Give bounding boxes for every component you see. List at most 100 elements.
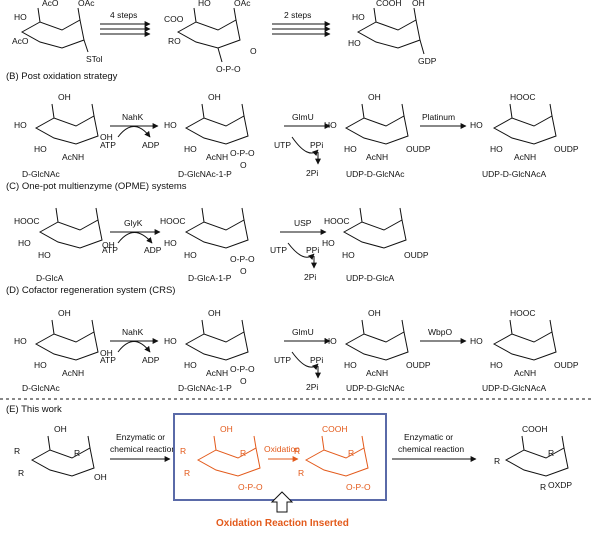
insert-up-arrow xyxy=(270,491,294,513)
svg-text:HOOC: HOOC xyxy=(14,216,40,226)
svg-text:OH: OH xyxy=(208,308,221,318)
svg-text:OUDP: OUDP xyxy=(406,360,431,370)
svg-text:OUDP: OUDP xyxy=(554,360,579,370)
svg-text:O-P-O: O-P-O xyxy=(230,254,255,264)
svg-text:R: R xyxy=(74,448,80,458)
enzyme-glmu-b: GlmU xyxy=(292,112,314,122)
svg-text:R: R xyxy=(348,448,354,458)
left-arrow-line1: Enzymatic or xyxy=(116,432,165,442)
ppi-d: PPi xyxy=(310,355,323,365)
svg-text:OAc: OAc xyxy=(78,0,95,8)
utp-b: UTP xyxy=(274,140,291,150)
enzyme-nahk-d: NahK xyxy=(122,327,144,337)
svg-text:COOH: COOH xyxy=(322,424,348,434)
left-arrow-line2: chemical reaction xyxy=(110,444,176,454)
svg-text:COOH: COOH xyxy=(522,424,548,434)
svg-text:OUDP: OUDP xyxy=(554,144,579,154)
mannuronate-phosphate-structure: COO RO HO OAc O-P-O O xyxy=(164,0,257,74)
ppi-b: PPi xyxy=(310,140,323,150)
svg-text:HO: HO xyxy=(34,360,47,370)
pi-c: 2Pi xyxy=(304,272,316,282)
svg-text:AcNH: AcNH xyxy=(206,368,228,378)
svg-text:OH: OH xyxy=(208,92,221,102)
svg-text:AcO: AcO xyxy=(42,0,59,8)
svg-text:O: O xyxy=(250,46,257,56)
svg-text:HO: HO xyxy=(184,360,197,370)
oxidation-box xyxy=(173,413,387,501)
atp-c: ATP xyxy=(102,245,118,255)
row-a: HO AcO AcO OAc STol 4 steps COO RO HO OA… xyxy=(12,0,437,74)
name-b-1: D-GlcNAc xyxy=(22,169,61,179)
right-arrow-line2: chemical reaction xyxy=(398,444,464,454)
name-c-2: D-GlcA-1-P xyxy=(188,273,232,283)
svg-text:AcNH: AcNH xyxy=(366,368,388,378)
svg-text:HO: HO xyxy=(38,250,51,260)
svg-text:O-P-O: O-P-O xyxy=(230,148,255,158)
section-d-title: (D) Cofactor regeneration system (CRS) xyxy=(6,285,175,296)
svg-text:OH: OH xyxy=(100,348,113,358)
svg-text:OH: OH xyxy=(100,132,113,142)
svg-text:R: R xyxy=(180,446,186,456)
svg-text:HO: HO xyxy=(344,360,357,370)
svg-text:R: R xyxy=(494,456,500,466)
svg-text:HO: HO xyxy=(14,120,27,130)
name-b-3: UDP-D-GlcNAc xyxy=(346,169,405,179)
svg-text:HO: HO xyxy=(14,12,27,22)
svg-text:OH: OH xyxy=(58,92,71,102)
name-c-1: D-GlcA xyxy=(36,273,64,283)
svg-text:HO: HO xyxy=(164,336,177,346)
utp-c: UTP xyxy=(270,245,287,255)
svg-text:HO: HO xyxy=(184,250,197,260)
svg-text:O-P-O: O-P-O xyxy=(230,364,255,374)
gdp-label: GDP xyxy=(418,56,437,66)
svg-text:HO: HO xyxy=(490,360,503,370)
row-e: R R OH R OH Enzymatic or chemical reaction… xyxy=(14,413,572,529)
svg-text:R: R xyxy=(298,468,304,478)
svg-text:R: R xyxy=(18,468,24,478)
svg-text:HO: HO xyxy=(348,38,361,48)
svg-text:HO: HO xyxy=(344,144,357,154)
svg-text:HO: HO xyxy=(342,250,355,260)
svg-text:OH: OH xyxy=(54,424,67,434)
svg-text:HO: HO xyxy=(322,238,335,248)
svg-text:OH: OH xyxy=(412,0,425,8)
svg-text:R: R xyxy=(14,446,20,456)
svg-text:R: R xyxy=(240,448,246,458)
svg-text:AcNH: AcNH xyxy=(514,152,536,162)
svg-text:HO: HO xyxy=(34,144,47,154)
name-d-4: UDP-D-GlcNAcA xyxy=(482,383,547,393)
enzyme-glmu-d: GlmU xyxy=(292,327,314,337)
svg-text:HO: HO xyxy=(14,336,27,346)
svg-text:OH: OH xyxy=(220,424,233,434)
svg-text:HOOC: HOOC xyxy=(510,92,536,102)
svg-text:O: O xyxy=(240,376,247,386)
svg-text:HO: HO xyxy=(352,12,365,22)
ppi-c: PPi xyxy=(306,245,319,255)
stol-label: STol xyxy=(86,54,103,64)
step1-label: 4 steps xyxy=(110,10,137,20)
section-c-title: (C) One-pot multienzyme (OPME) systems xyxy=(6,181,187,192)
pi-b: 2Pi xyxy=(306,168,318,178)
svg-text:AcNH: AcNH xyxy=(366,152,388,162)
gdp-mannuronate-structure: HO HO COOH OH xyxy=(348,0,425,55)
mannose-donor-structure: HO AcO AcO OAc xyxy=(12,0,95,53)
svg-text:HO: HO xyxy=(164,120,177,130)
svg-text:OAc: OAc xyxy=(234,0,251,8)
svg-text:AcO: AcO xyxy=(12,36,29,46)
svg-text:HO: HO xyxy=(324,336,337,346)
svg-text:AcNH: AcNH xyxy=(206,152,228,162)
svg-text:AcNH: AcNH xyxy=(514,368,536,378)
enzyme-usp-c: USP xyxy=(294,218,312,228)
svg-text:HOOC: HOOC xyxy=(324,216,350,226)
svg-text:COOH: COOH xyxy=(376,0,402,8)
red-substrate: RR OHR O-P-O xyxy=(180,424,263,492)
svg-text:HO: HO xyxy=(164,238,177,248)
enzyme-nahk-b: NahK xyxy=(122,112,144,122)
svg-text:R: R xyxy=(548,448,554,458)
atp-d: ATP xyxy=(100,355,116,365)
